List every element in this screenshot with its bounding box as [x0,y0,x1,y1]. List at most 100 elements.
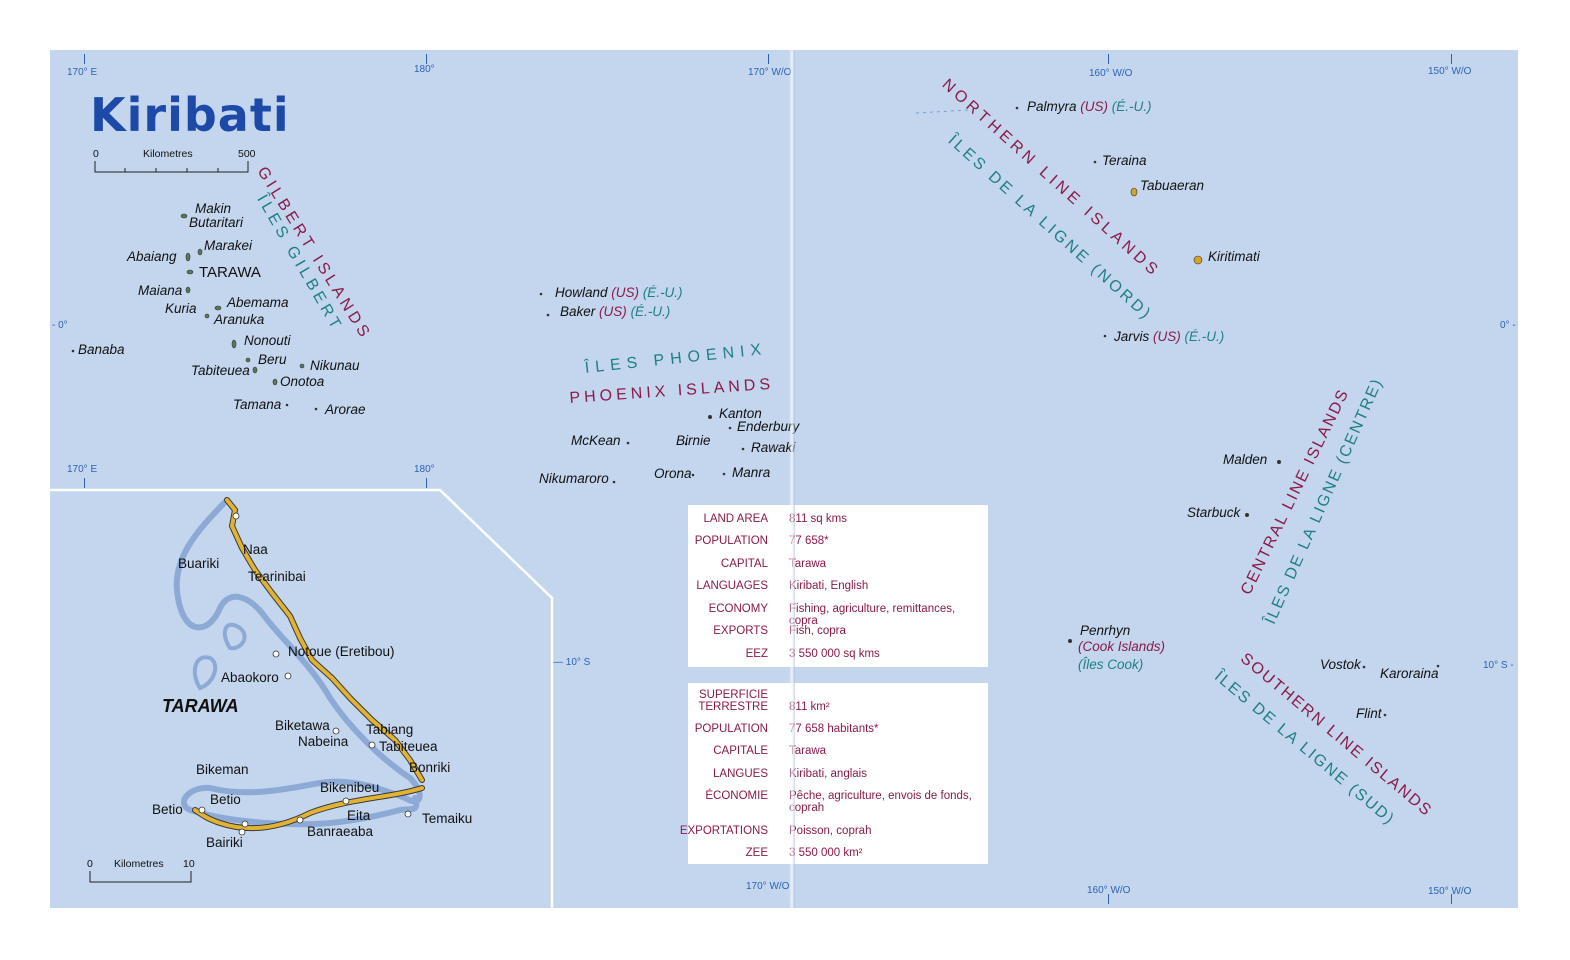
place-label: Birnie [676,433,711,448]
place-label: Orona [654,466,692,481]
place-label: Kuria [165,301,197,316]
place-label: (Îles Cook) [1078,657,1144,672]
inset-label: Bairiki [206,835,243,850]
inset-label: Biketawa [275,718,330,733]
facts-panel-fr: SUPERFICIE TERRESTRE 811 km² POPULATION 77… [680,683,988,864]
inset-label: Temaiku [422,811,473,826]
place-label: Makin [195,201,232,216]
scale-label: Kilometres [114,858,164,870]
inset-label: Naa [243,542,268,557]
fact-value: Tarawa [789,558,827,570]
fact-value: Kiribati, English [789,580,869,592]
scale-start: 0 [93,148,99,160]
coord-label: 10° S - [1483,660,1514,671]
inset-label: Abaokoro [221,670,279,685]
inset-label: Notoue (Eretibou) [288,644,395,659]
coord-label: 180° [414,64,435,75]
graticule-tick [768,54,769,64]
place-label: Nikunau [310,358,360,373]
fact-value: 77 658 habitants* [789,723,879,735]
fact-value: 77 658* [789,535,829,547]
place-label: Rawaki [751,440,796,455]
inset-label: Banraeaba [307,824,374,839]
fact-value: Poisson, coprah [789,825,872,837]
fact-label: LAND AREA [703,513,768,525]
place-label: Starbuck [1187,505,1241,520]
scale-label: Kilometres [143,148,193,160]
graticule-tick [1108,54,1109,64]
fact-label: SUPERFICIE TERRESTRE [698,689,768,713]
coord-label: - 0° [52,320,68,331]
place-label: Tabiteuea [191,363,250,378]
place-label: Teraina [1102,153,1147,168]
fact-value: 3 550 000 sq kms [789,648,880,660]
fact-value: Tarawa [789,745,827,757]
place-label: Arorae [325,402,366,417]
fact-value: Fish, copra [789,625,846,637]
coord-label: 150° W/O [1428,886,1472,897]
place-label: Jarvis (US) (É.-U.) [1114,329,1225,344]
scale-end: 500 [238,148,256,160]
place-label: Vostok [1320,657,1361,672]
tarawa-inset [50,488,554,908]
fact-label: ÉCONOMIE [705,790,768,802]
scale-bar [94,161,249,173]
coord-label: 180° [414,464,435,475]
place-label: TARAWA [199,264,261,281]
inset-label: Bonriki [409,760,451,775]
place-label: Abaiang [127,249,177,264]
inset-label: Betio [210,792,241,807]
fact-label: EXPORTATIONS [679,825,768,837]
coord-label: 170° W/O [748,67,792,78]
inset-label: Bikenibeu [320,780,380,795]
graticule-tick [84,54,85,64]
coord-label: 160° W/O [1087,885,1131,896]
place-label: Butaritari [189,215,244,230]
place-label: Nikumaroro [539,471,609,486]
coord-label: 170° E [67,464,98,475]
coord-label: — 10° S [553,657,591,668]
coord-label: 150° W/O [1428,66,1472,77]
inset-label: Buariki [178,556,220,571]
inset-title: TARAWA [162,696,239,716]
map-title: Kiribati [90,88,290,142]
scale-bar [89,871,192,883]
fact-label: LANGUAGES [696,580,768,592]
place-label: Baker (US) (É.-U.) [560,304,671,319]
fact-label: CAPITAL [720,558,768,570]
fact-value: Pêche, agriculture, envois de fonds, cop… [789,790,972,814]
fact-label: POPULATION [694,723,768,735]
place-label: Nonouti [244,333,291,348]
inset-label: Tabiang [366,722,414,737]
place-label: Enderbury [737,419,800,434]
graticule-tick [1451,894,1452,904]
place-label: Aranuka [214,312,265,327]
graticule-tick [1451,54,1452,64]
fact-label: ECONOMY [708,603,768,615]
inset-label: Eita [347,808,371,823]
fact-value: 811 sq kms [789,513,847,525]
coord-label: 170° W/O [746,881,790,892]
inset-label: Bikeman [196,762,249,777]
place-label: McKean [571,433,621,448]
graticule-tick [426,54,427,64]
place-label: (Cook Islands) [1078,639,1166,654]
place-label: Maiana [138,283,183,298]
fact-label: ZEE [745,847,768,859]
place-label: Kiritimati [1208,249,1260,264]
inset-label: Betio [152,802,183,817]
page-fold [789,50,795,908]
fact-value: 811 km² [789,701,830,713]
place-label: Tamana [233,397,282,412]
fact-value: Fishing, agriculture, remittances, copra [789,603,956,627]
graticule-tick [1108,894,1109,904]
fact-label: CAPITALE [713,745,768,757]
place-label: Malden [1223,452,1268,467]
inset-label: Tabiteuea [379,739,438,754]
inset-label: Nabeina [298,734,349,749]
graticule-tick [426,478,427,488]
scale-start: 0 [87,858,93,870]
place-label: Abemama [227,295,289,310]
place-label: Beru [258,352,287,367]
